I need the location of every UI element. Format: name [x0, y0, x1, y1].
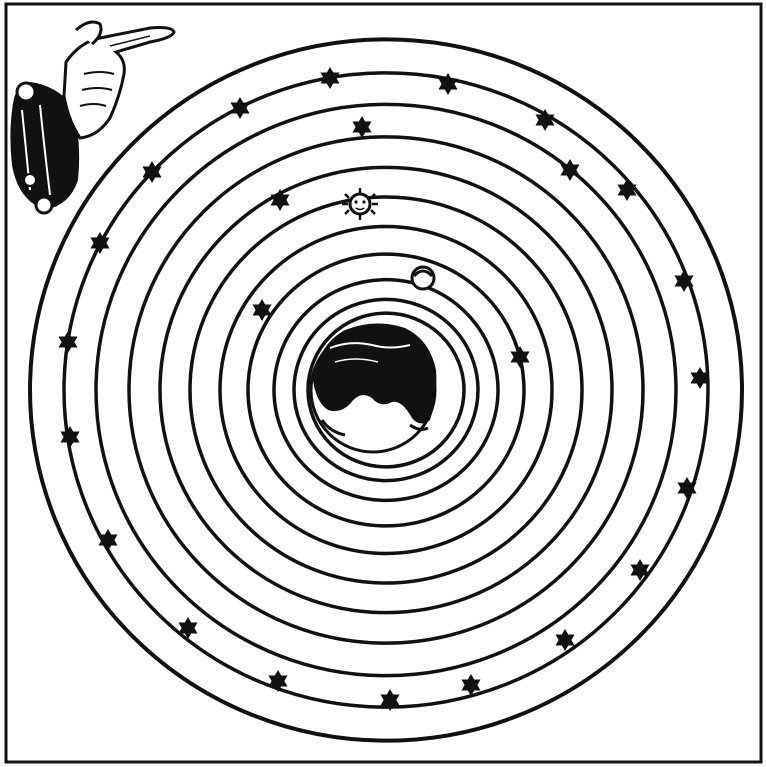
moon-icon [412, 267, 434, 289]
earth-globe-icon [311, 323, 436, 452]
